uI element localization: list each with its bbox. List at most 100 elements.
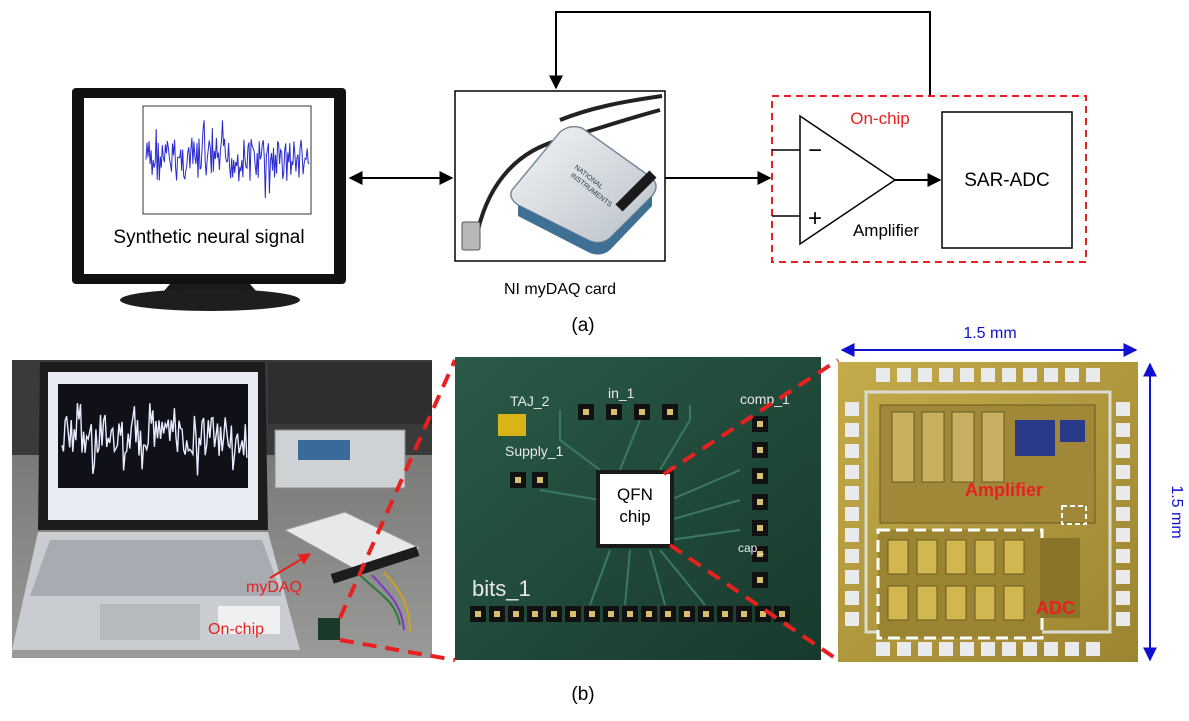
adc-cell (974, 585, 996, 621)
tantalum-capacitor (498, 414, 526, 436)
bond-pad (897, 368, 911, 382)
header-bits-pin-contact (475, 611, 481, 617)
header-supply (510, 472, 548, 488)
bond-pad (960, 642, 974, 656)
header-bits-pin-contact (665, 611, 671, 617)
header-bits-pin-contact (760, 611, 766, 617)
header-bits (470, 606, 790, 622)
adc-cell (1003, 585, 1025, 621)
bond-pad (1116, 528, 1130, 542)
bond-pad (1116, 591, 1130, 605)
laptop-signal-trace (61, 403, 248, 476)
bond-pad (1116, 570, 1130, 584)
dimension-height-label: 1.5 mm (1168, 485, 1185, 538)
header-in-pin-contact (639, 409, 645, 415)
header-bits-pin-contact (494, 611, 500, 617)
adc-cell (945, 585, 967, 621)
adc-cell (974, 539, 996, 575)
bond-pad (918, 368, 932, 382)
bond-pad (845, 591, 859, 605)
wire-yellow (383, 571, 411, 633)
silk-supply: Supply_1 (505, 443, 564, 459)
die-micrograph: Amplifier ADC (838, 362, 1138, 662)
usb-plug (461, 221, 481, 251)
laptop-sticker (218, 606, 280, 634)
adc-cell (887, 585, 909, 621)
bond-pad (845, 507, 859, 521)
header-supply-pin-contact (515, 477, 521, 483)
daq-box: NATIONAL INSTRUMENTS NI myDAQ card (454, 90, 666, 298)
bond-pad (918, 642, 932, 656)
silk-in: in_1 (608, 385, 635, 401)
bond-pad (845, 549, 859, 563)
zoom-line-2-bottom (668, 543, 840, 662)
bond-pad (876, 642, 890, 656)
adc-cells (887, 539, 1025, 621)
bond-pad (960, 368, 974, 382)
die-adc-label: ADC (1036, 598, 1075, 618)
capacitor-array-1 (1015, 420, 1055, 456)
bond-pad (1023, 642, 1037, 656)
header-comp-pin-contact (757, 473, 763, 479)
bond-pad (845, 423, 859, 437)
header-comp-pin-contact (757, 421, 763, 427)
amplifier-triangle (799, 114, 897, 246)
bond-pad (1002, 368, 1016, 382)
amplifier-cells (891, 411, 1005, 483)
bond-pad (845, 486, 859, 500)
die-pads (845, 368, 1130, 656)
dimension-width-label: 1.5 mm (963, 325, 1016, 342)
header-bits-pin-contact (570, 611, 576, 617)
header-supply-pin-contact (537, 477, 543, 483)
adc-logic (1040, 538, 1080, 618)
amplifier-label: Amplifier (853, 221, 919, 240)
sar-adc-block (941, 111, 1073, 249)
header-bits-pin-contact (703, 611, 709, 617)
header-comp-pin-contact (757, 525, 763, 531)
header-bits-pin-contact (608, 611, 614, 617)
die-marker-box (1061, 505, 1087, 525)
mydaq-label: myDAQ (246, 579, 302, 596)
panel-b: myDAQ On-chip TAJ_2 in_1 comp_1 (12, 325, 1185, 705)
bond-pad (1065, 368, 1079, 382)
signal-plot-frame (142, 105, 312, 215)
wire-green (359, 574, 401, 626)
bond-pad (1044, 642, 1058, 656)
header-comp-pin-contact (757, 447, 763, 453)
oscilloscope (268, 362, 432, 424)
laptop-trackpad (100, 604, 200, 640)
bond-pad (1116, 423, 1130, 437)
amplifier-cell (891, 411, 915, 483)
bond-pad (876, 368, 890, 382)
header-bits-pin-contact (551, 611, 557, 617)
bond-pad (1116, 444, 1130, 458)
bond-pad (845, 465, 859, 479)
adc-cell (916, 539, 938, 575)
caption-b: (b) (571, 684, 594, 705)
header-bits-pin-contact (513, 611, 519, 617)
bond-pad (897, 642, 911, 656)
bond-pad (1044, 368, 1058, 382)
header-bits-pin-contact (779, 611, 785, 617)
function-generator-display (298, 440, 350, 460)
header-comp-pin-contact (757, 551, 763, 557)
bond-pad (1116, 486, 1130, 500)
bond-pad (1116, 507, 1130, 521)
mydaq-terminals (330, 546, 420, 584)
bond-pad (845, 402, 859, 416)
daq-terminal-strip (615, 170, 657, 212)
amplifier: − + Amplifier (772, 114, 919, 246)
synthetic-signal-trace (145, 120, 310, 199)
header-comp (752, 416, 768, 588)
bond-pad (981, 368, 995, 382)
capacitor-array-2 (1060, 420, 1085, 442)
bond-pad (1116, 612, 1130, 626)
bond-pad (1116, 549, 1130, 563)
header-bits-pin-contact (532, 611, 538, 617)
caption-a: (a) (571, 315, 594, 336)
adc-cell (916, 585, 938, 621)
wire-purple (371, 574, 405, 631)
qfn-chip-label-area (600, 474, 670, 544)
silk-taj: TAJ_2 (510, 393, 550, 409)
